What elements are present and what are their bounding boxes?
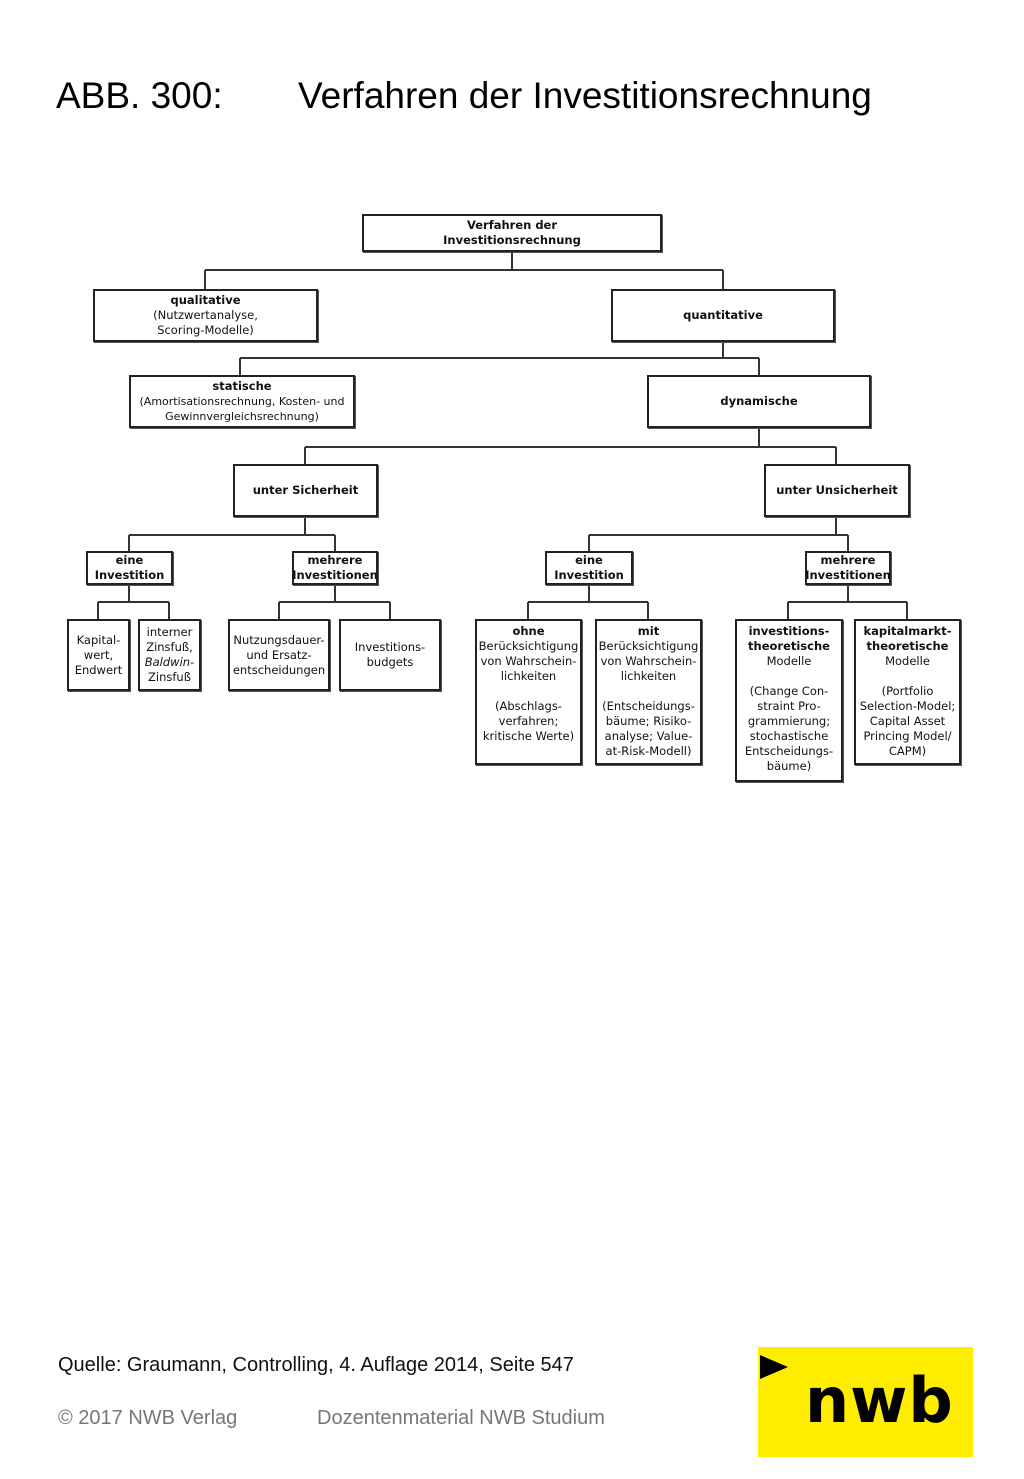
investment-budgets-leaf: Investitions- budgets xyxy=(339,619,441,691)
without-probability-title: ohne xyxy=(512,624,545,638)
with-probability-title: mit xyxy=(637,624,660,638)
play-triangle-icon xyxy=(760,1355,788,1379)
dynamic-node: dynamische xyxy=(647,375,871,428)
dynamic-node-label: dynamische xyxy=(720,394,798,408)
certainty-node-label: unter Sicherheit xyxy=(252,483,359,497)
static-node-text: (Amortisationsrechnung, Kosten- und Gewi… xyxy=(139,395,345,423)
material-label: Dozentenmaterial NWB Studium xyxy=(317,1407,605,1429)
source-citation: Quelle: Graumann, Controlling, 4. Auflag… xyxy=(58,1354,574,1376)
figure-heading: Verfahren der Investitionsrechnung xyxy=(298,75,872,116)
nwb-logo-text: nwb xyxy=(805,1364,954,1437)
uncertainty-single-investment-label: eine Investition xyxy=(554,553,624,582)
uncertainty-node-label: unter Unsicherheit xyxy=(776,483,898,497)
quantitative-node: quantitative xyxy=(611,289,835,342)
certainty-node: unter Sicherheit xyxy=(233,464,378,517)
useful-life-text: Nutzungsdauer- und Ersatz- entscheidunge… xyxy=(232,632,326,677)
copyright-notice: © 2017 NWB Verlag xyxy=(58,1407,238,1429)
internal-rate-text: interner Zinsfuß, xyxy=(146,625,193,654)
internal-rate-leaf: interner Zinsfuß,Baldwin-Zinsfuß xyxy=(138,619,201,691)
baldwin-rate-text: Zinsfuß xyxy=(148,670,191,684)
useful-life-leaf: Nutzungsdauer- und Ersatz- entscheidunge… xyxy=(228,619,330,691)
certainty-multiple-investments-label: mehrere Investitionen xyxy=(292,553,378,582)
root-node-label: Verfahren der Investitionsrechnung xyxy=(443,218,581,247)
qualitative-node-text: (Nutzwertanalyse, Scoring-Modelle) xyxy=(153,308,258,337)
quantitative-node-label: quantitative xyxy=(683,308,763,322)
certainty-single-investment-label: eine Investition xyxy=(94,553,165,582)
qualitative-node: qualitative(Nutzwertanalyse, Scoring-Mod… xyxy=(93,289,318,342)
without-probability-text: Berücksichtigung von Wahrschein- lichkei… xyxy=(478,639,579,743)
uncertainty-single-investment-node: eine Investition xyxy=(545,551,633,585)
root-node: Verfahren der Investitionsrechnung xyxy=(362,214,662,252)
investment-budgets-text: Investitions- budgets xyxy=(354,640,426,669)
uncertainty-node: unter Unsicherheit xyxy=(764,464,910,517)
with-probability-text: Berücksichtigung von Wahrschein- lichkei… xyxy=(598,639,699,758)
baldwin-text: Baldwin- xyxy=(144,655,195,669)
static-node: statische (Amortisationsrechnung, Kosten-… xyxy=(129,375,355,428)
connector-lines xyxy=(97,252,908,620)
qualitative-node-title: qualitative xyxy=(170,293,241,307)
capital-value-text: Kapital- wert, Endwert xyxy=(74,632,123,677)
certainty-multiple-investments-node: mehrere Investitionen xyxy=(292,551,378,585)
static-node-title: statische xyxy=(212,379,272,393)
investment-theoretic-title: investitions- theoretische xyxy=(748,624,830,653)
capital-market-theoretic-text: Modelle (Portfolio Selection-Model; Capi… xyxy=(859,654,956,758)
uncertainty-multiple-investments-label: mehrere Investitionen xyxy=(805,553,891,582)
capital-value-leaf: Kapital- wert, Endwert xyxy=(67,619,130,691)
figure-number: ABB. 300: xyxy=(56,75,223,116)
figure-title: ABB. 300: Verfahren der Investitionsrechn… xyxy=(56,72,872,120)
certainty-single-investment-node: eine Investition xyxy=(86,551,173,585)
uncertainty-multiple-investments-node: mehrere Investitionen xyxy=(805,551,891,585)
nwb-logo: nwb xyxy=(758,1347,973,1457)
investment-theoretic-text: Modelle (Change Con- straint Pro- grammi… xyxy=(744,654,834,773)
capital-market-theoretic-title: kapitalmarkt- theoretische xyxy=(863,624,952,653)
